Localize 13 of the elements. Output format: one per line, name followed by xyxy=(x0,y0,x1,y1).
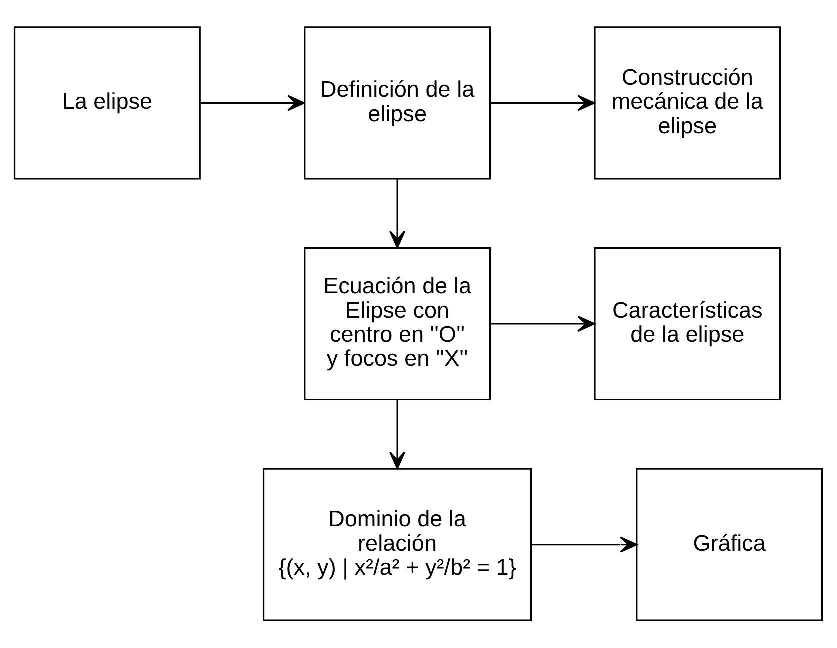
arrow xyxy=(490,95,596,112)
node-box: Ecuación de la Elipse con centro en ''O'' y focos en ''X'' xyxy=(304,247,492,401)
arrow xyxy=(490,316,596,332)
arrow xyxy=(200,95,306,112)
node-box: Construcción mecánica de la elipse xyxy=(594,26,782,180)
node-box: Dominio de la relación {(x, y) | x²/a² + y²/b² = 1} xyxy=(262,468,532,622)
arrow xyxy=(390,179,406,249)
arrow xyxy=(390,400,406,470)
node-box: La elipse xyxy=(14,26,201,180)
node-box: Definición de la elipse xyxy=(304,26,492,180)
arrow xyxy=(532,536,638,553)
node-box: Características de la elipse xyxy=(594,247,782,401)
node-box: Gráfica xyxy=(636,468,824,622)
